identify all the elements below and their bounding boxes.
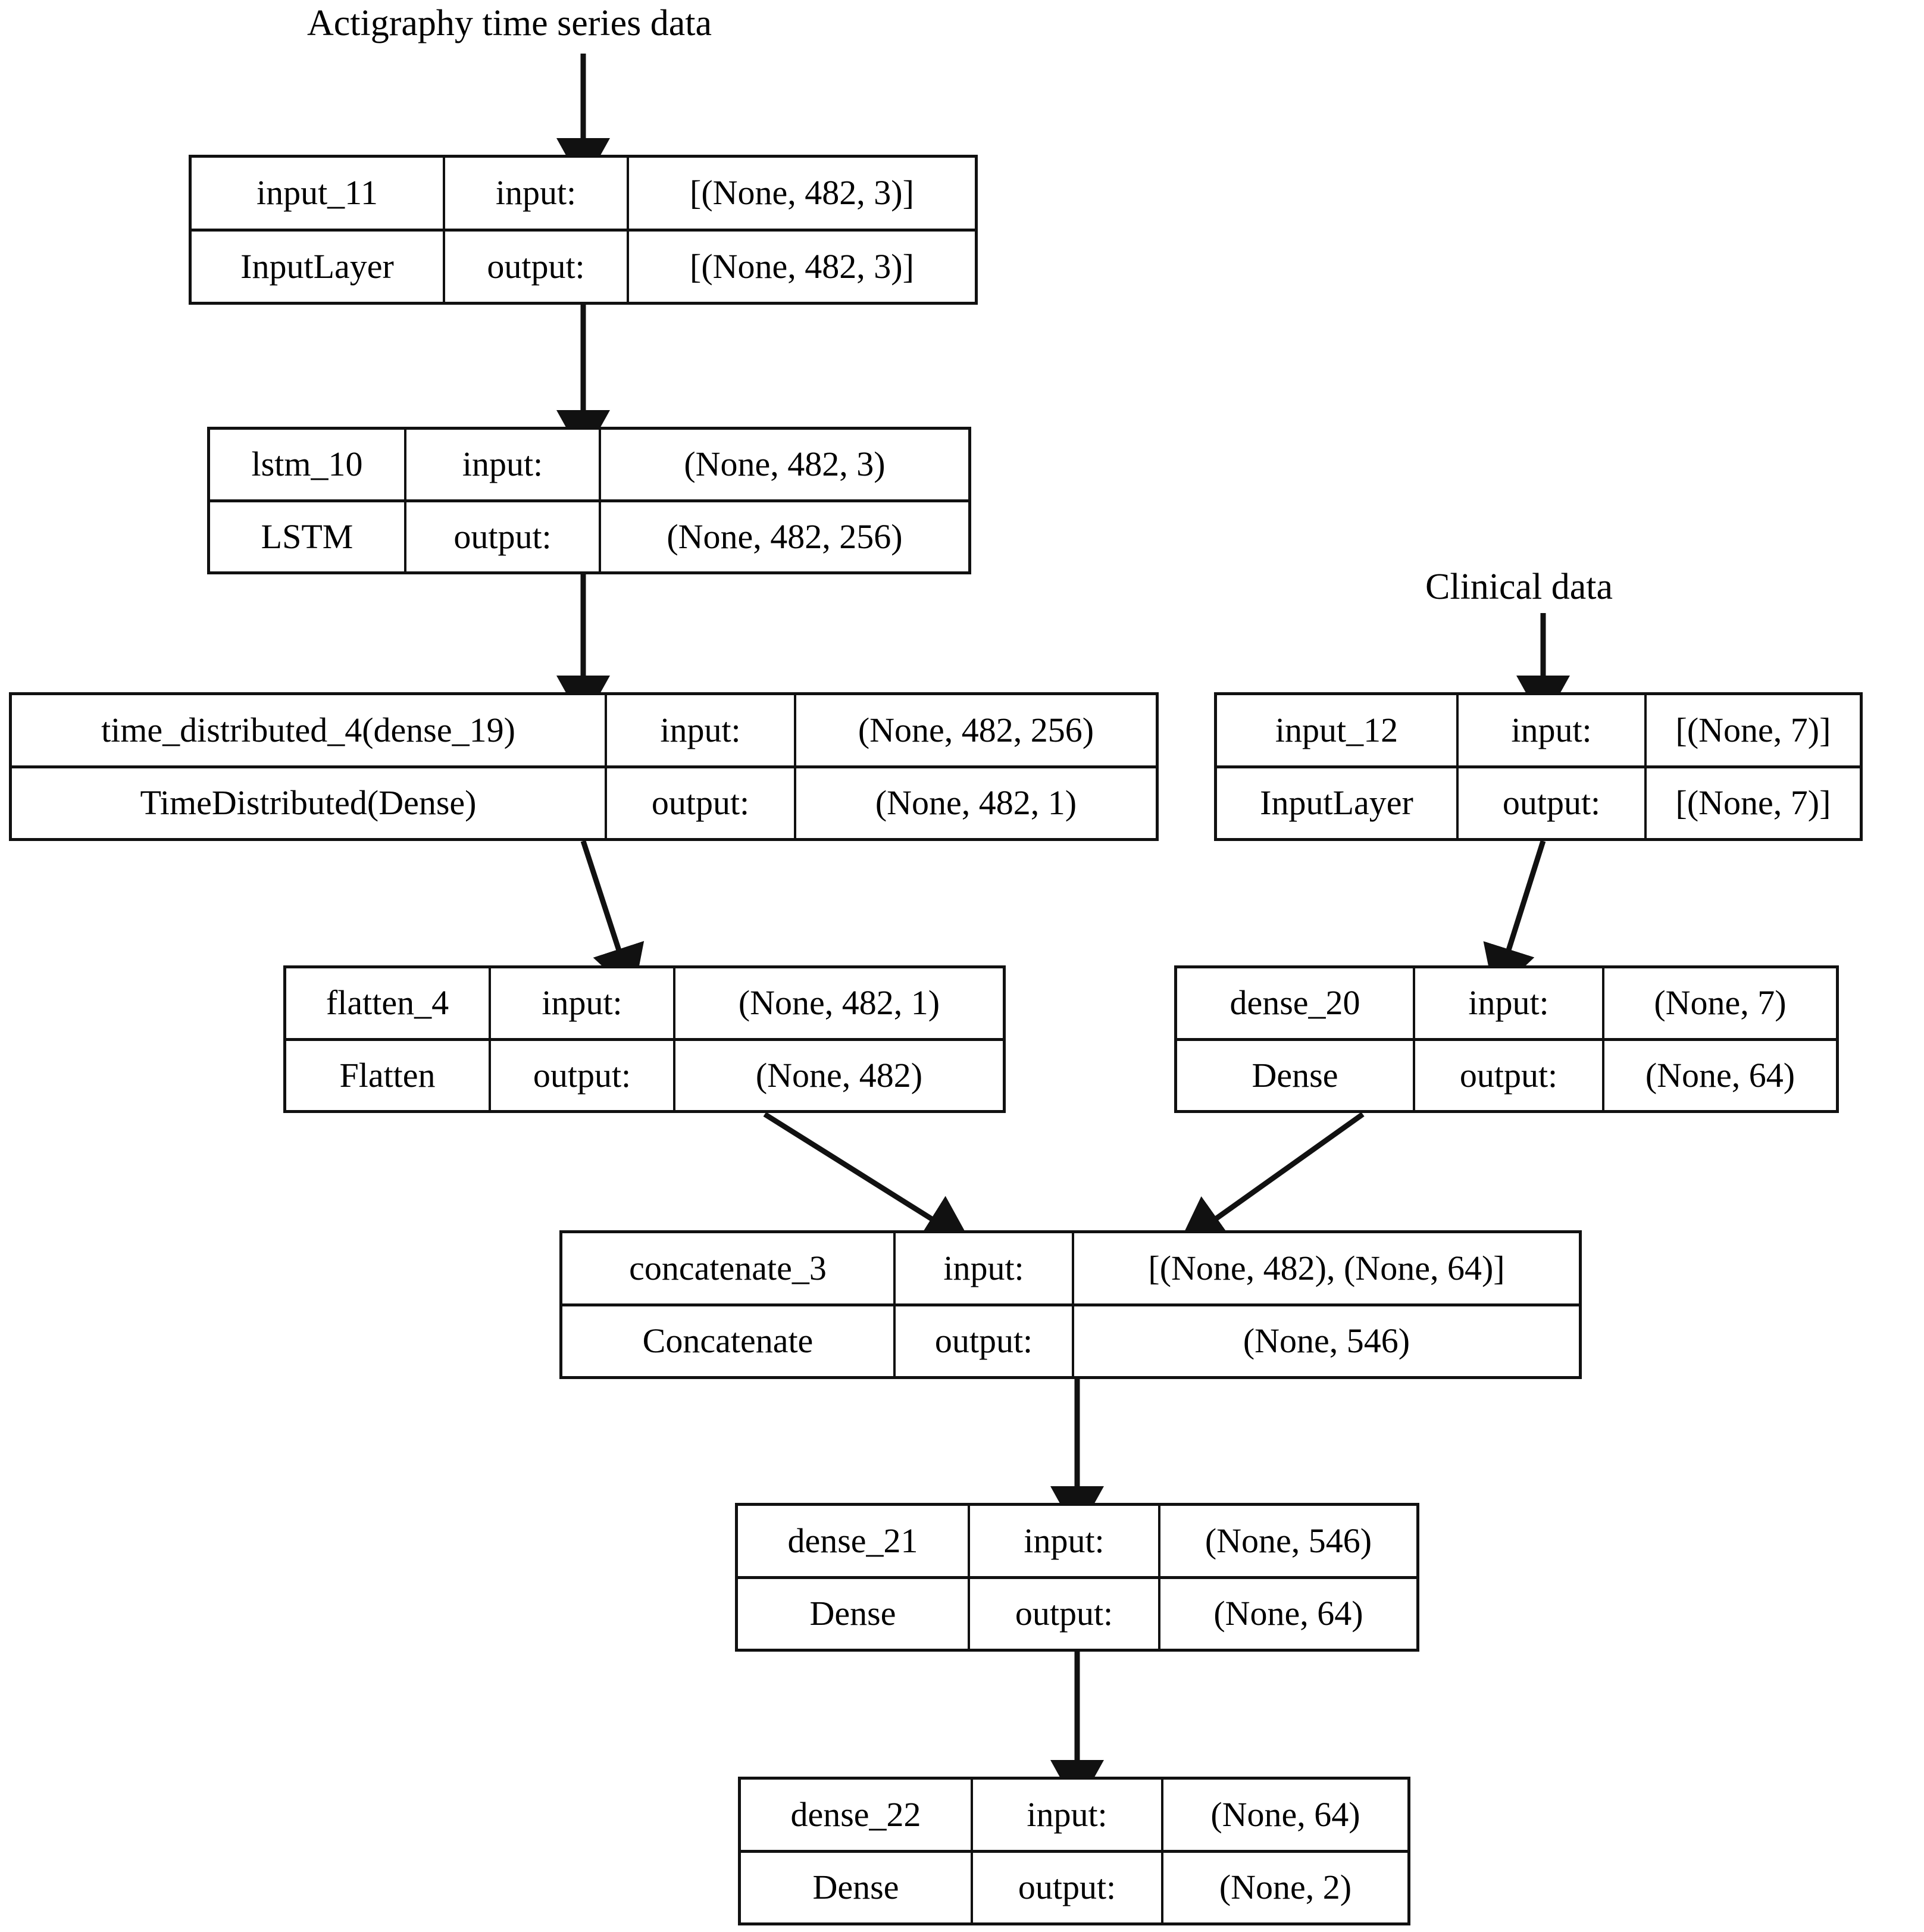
node-row-input: dense_20 input: (None, 7): [1177, 968, 1836, 1041]
node-output-label: output:: [1415, 1040, 1604, 1110]
node-name-label: dense_21: [738, 1506, 970, 1576]
edge-timedistributed-to-flatten: [580, 840, 645, 995]
node-type-label: Dense: [741, 1852, 973, 1922]
node-output-label: output:: [896, 1306, 1074, 1376]
node-input-12[interactable]: input_12 input: [(None, 7)] InputLayer o…: [1214, 692, 1863, 841]
node-output-label: output:: [973, 1852, 1163, 1922]
node-row-output: LSTM output: (None, 482, 256): [210, 502, 968, 571]
node-input-label: input:: [896, 1233, 1074, 1303]
node-output-shape: (None, 2): [1219, 1868, 1352, 1907]
node-name-label: lstm_10: [210, 430, 406, 499]
node-output-label: output:: [607, 768, 796, 838]
node-type-label: LSTM: [210, 502, 406, 571]
node-name-label: dense_20: [1177, 968, 1415, 1038]
node-output-label: output:: [445, 231, 629, 302]
node-input-shape: (None, 7): [1654, 983, 1787, 1023]
node-input-shape: (None, 64): [1210, 1795, 1360, 1834]
node-name-label: dense_22: [741, 1780, 973, 1850]
node-dense-20[interactable]: dense_20 input: (None, 7) Dense output: …: [1174, 965, 1839, 1113]
node-name-label: time_distributed_4(dense_19): [12, 695, 607, 765]
node-row-input: lstm_10 input: (None, 482, 3): [210, 430, 968, 502]
node-input-label: input:: [406, 430, 601, 499]
node-row-output: Dense output: (None, 2): [741, 1852, 1407, 1922]
node-input-label: input:: [1459, 695, 1647, 765]
node-name-label: input_11: [192, 158, 445, 229]
node-time-distributed-4[interactable]: time_distributed_4(dense_19) input: (Non…: [9, 692, 1159, 841]
node-output-label: output:: [1459, 768, 1647, 838]
node-input-label: input:: [607, 695, 796, 765]
node-output-shape: (None, 64): [1213, 1594, 1363, 1633]
node-output-shape: [(None, 7)]: [1675, 783, 1831, 823]
node-type-label: Flatten: [286, 1040, 491, 1110]
node-type-label: TimeDistributed(Dense): [12, 768, 607, 838]
node-concatenate-3[interactable]: concatenate_3 input: [(None, 482), (None…: [559, 1230, 1582, 1379]
edge-input12-to-dense20: [1483, 840, 1546, 996]
node-type-label: InputLayer: [1217, 768, 1459, 838]
node-input-11[interactable]: input_11 input: [(None, 482, 3)] InputLa…: [189, 155, 978, 305]
node-name-label: concatenate_3: [562, 1233, 896, 1303]
node-input-shape: (None, 482, 1): [738, 983, 940, 1023]
node-output-shape: (None, 482): [755, 1055, 923, 1095]
node-input-shape: (None, 482, 256): [858, 710, 1094, 749]
node-row-input: input_12 input: [(None, 7)]: [1217, 695, 1860, 768]
node-row-input: dense_22 input: (None, 64): [741, 1780, 1407, 1853]
node-type-label: InputLayer: [192, 231, 445, 302]
node-name-label: flatten_4: [286, 968, 491, 1038]
edge-flatten-to-concatenate: [763, 1112, 972, 1245]
node-output-shape: (None, 64): [1645, 1055, 1795, 1095]
node-input-shape: [(None, 7)]: [1675, 710, 1831, 749]
node-output-label: output:: [491, 1040, 675, 1110]
node-row-output: Flatten output: (None, 482): [286, 1040, 1003, 1110]
node-row-input: flatten_4 input: (None, 482, 1): [286, 968, 1003, 1041]
node-output-shape: (None, 546): [1243, 1321, 1410, 1361]
node-input-label: input:: [491, 968, 675, 1038]
node-lstm-10[interactable]: lstm_10 input: (None, 482, 3) LSTM outpu…: [207, 427, 971, 574]
node-input-label: input:: [1415, 968, 1604, 1038]
node-output-shape: (None, 482, 1): [875, 783, 1077, 823]
actigraphy-input-caption: Actigraphy time series data: [307, 3, 712, 43]
node-input-shape: [(None, 482, 3)]: [690, 173, 914, 212]
node-type-label: Dense: [1177, 1040, 1415, 1110]
node-input-shape: (None, 546): [1205, 1521, 1372, 1560]
node-row-output: TimeDistributed(Dense) output: (None, 48…: [12, 768, 1156, 838]
node-name-label: input_12: [1217, 695, 1459, 765]
node-dense-22[interactable]: dense_22 input: (None, 64) Dense output:…: [738, 1777, 1410, 1925]
node-dense-21[interactable]: dense_21 input: (None, 546) Dense output…: [735, 1503, 1419, 1652]
node-row-output: InputLayer output: [(None, 7)]: [1217, 768, 1860, 838]
node-row-input: input_11 input: [(None, 482, 3)]: [192, 158, 975, 232]
node-type-label: Concatenate: [562, 1306, 896, 1376]
node-output-shape: (None, 482, 256): [667, 517, 903, 556]
node-input-shape: [(None, 482), (None, 64)]: [1148, 1248, 1505, 1287]
node-input-label: input:: [970, 1506, 1160, 1576]
node-row-output: Dense output: (None, 64): [1177, 1040, 1836, 1110]
node-output-label: output:: [406, 502, 601, 571]
node-output-label: output:: [970, 1578, 1160, 1649]
clinical-input-caption: Clinical data: [1425, 567, 1613, 607]
node-row-output: Dense output: (None, 64): [738, 1578, 1416, 1649]
node-flatten-4[interactable]: flatten_4 input: (None, 482, 1) Flatten …: [283, 965, 1006, 1113]
node-input-label: input:: [445, 158, 629, 229]
node-row-input: time_distributed_4(dense_19) input: (Non…: [12, 695, 1156, 768]
edge-dense20-to-concatenate: [1177, 1112, 1365, 1246]
node-row-output: InputLayer output: [(None, 482, 3)]: [192, 231, 975, 302]
node-input-shape: (None, 482, 3): [684, 445, 886, 484]
node-row-output: Concatenate output: (None, 546): [562, 1306, 1579, 1376]
node-row-input: concatenate_3 input: [(None, 482), (None…: [562, 1233, 1579, 1306]
node-input-label: input:: [973, 1780, 1163, 1850]
node-output-shape: [(None, 482, 3)]: [690, 246, 914, 286]
node-type-label: Dense: [738, 1578, 970, 1649]
node-row-input: dense_21 input: (None, 546): [738, 1506, 1416, 1579]
